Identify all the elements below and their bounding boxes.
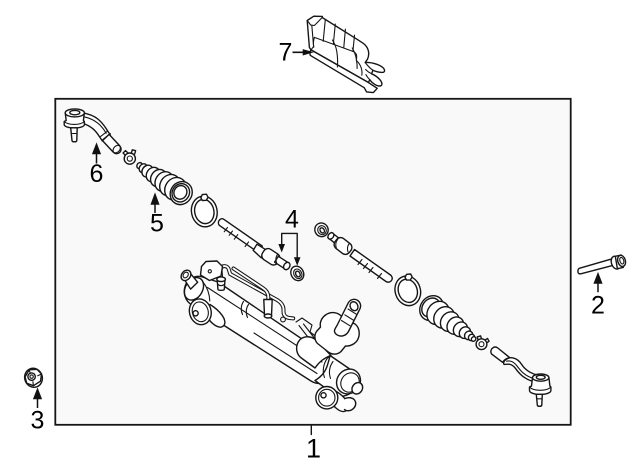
svg-text:7: 7 — [279, 39, 293, 67]
svg-text:2: 2 — [591, 292, 605, 320]
svg-text:3: 3 — [31, 407, 45, 435]
svg-text:1: 1 — [306, 434, 321, 464]
svg-text:4: 4 — [285, 206, 299, 234]
svg-text:5: 5 — [150, 210, 164, 238]
svg-text:6: 6 — [90, 160, 104, 188]
